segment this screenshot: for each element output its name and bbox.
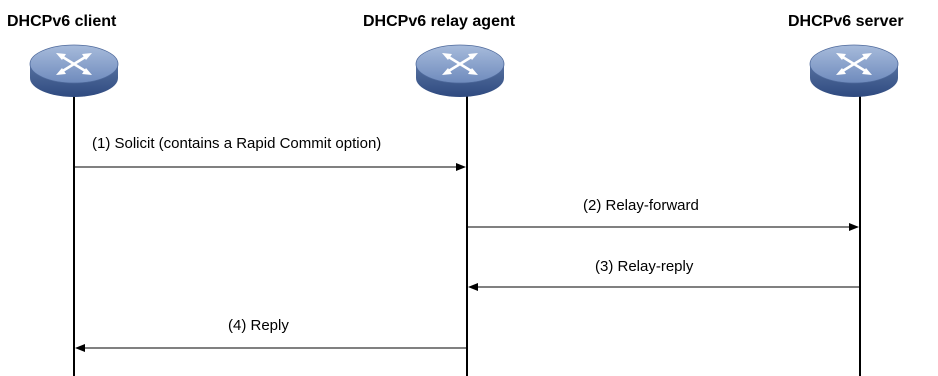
router-icon xyxy=(415,44,505,97)
message-label-solicit: (1) Solicit (contains a Rapid Commit opt… xyxy=(92,135,382,152)
message-label-relay-reply: (3) Relay-reply xyxy=(595,258,694,275)
server-title: DHCPv6 server xyxy=(788,13,904,30)
relay-agent-title: DHCPv6 relay agent xyxy=(363,13,516,30)
router-icon xyxy=(809,44,899,97)
client-title: DHCPv6 client xyxy=(7,13,117,30)
message-label-reply: (4) Reply xyxy=(228,317,289,334)
message-label-relay-forward: (2) Relay-forward xyxy=(583,197,699,214)
router-icon xyxy=(29,44,119,97)
